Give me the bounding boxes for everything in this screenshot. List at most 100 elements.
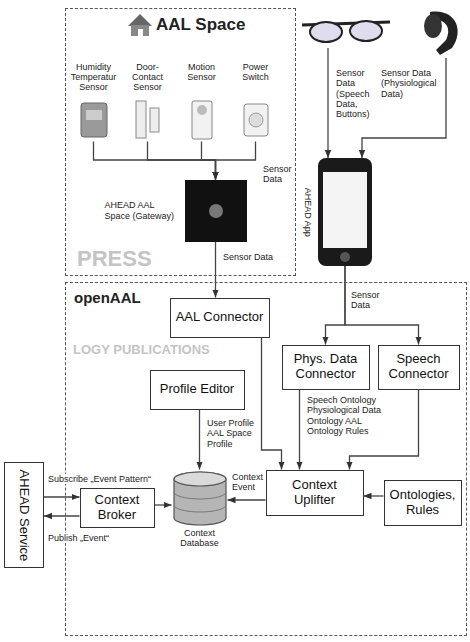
watermark: PRESS xyxy=(76,246,153,271)
motion-sensor-picture xyxy=(192,101,212,139)
head: openAAL xyxy=(74,289,141,307)
region-frame: openAAL AAL ConnectorProfile Editor Phys. … xyxy=(65,282,467,636)
small-t: AHEAD AAL Space (Gateway) xyxy=(105,200,181,221)
connector xyxy=(364,495,384,496)
label-holder: User Profile AAL Space Profile xyxy=(206,418,256,449)
gateway: AHEAD AAL Space (Gateway) xyxy=(105,180,247,242)
small-t rot: AHEAD App xyxy=(303,187,313,236)
connector xyxy=(94,142,216,180)
edge-label: Subscribe „Event Pattern“ xyxy=(47,474,152,484)
database-cylinder: Context Database xyxy=(172,470,228,552)
sensor-body xyxy=(136,101,146,138)
watermark: LOGY PUBLICATIONS xyxy=(72,343,211,358)
glasses-lens xyxy=(310,22,342,42)
humidity-sensor-picture xyxy=(81,103,107,137)
process-box: Profile Editor xyxy=(150,370,245,410)
box-t: Speech Connector xyxy=(383,352,455,382)
label-holder: AHEAD AAL Space (Gateway) xyxy=(105,180,181,242)
label-holder: Sensor Data (Physiological Data) xyxy=(380,68,440,99)
sensor: Motion Sensor xyxy=(176,62,228,142)
connector xyxy=(299,390,300,470)
box-t: AAL Connector xyxy=(176,310,264,325)
edge-label: Publish „Event“ xyxy=(47,533,110,543)
phone-screen xyxy=(323,172,367,248)
connector xyxy=(44,496,80,497)
data-arrow xyxy=(327,48,328,158)
label-holder: LOGY PUBLICATIONS xyxy=(72,343,211,358)
head: AAL Space xyxy=(156,15,245,35)
connector xyxy=(202,142,216,180)
headset-picture xyxy=(424,12,458,55)
box-t: Ontologies, Rules xyxy=(389,488,457,518)
process-box: Context Broker xyxy=(80,488,155,528)
edge-label: Sensor Data xyxy=(222,252,282,262)
edge-label: Sensor Data xyxy=(350,290,384,311)
cylinder-top xyxy=(174,472,226,486)
box-t: Context Broker xyxy=(85,493,150,523)
connector xyxy=(148,142,216,180)
process-box: Ontologies, Rules xyxy=(384,480,462,526)
sensor-t: Motion Sensor xyxy=(176,62,228,82)
region-frame: AAL SpaceHumidity Temperatur SensorDoor-… xyxy=(65,8,296,276)
sensor-display xyxy=(86,110,102,120)
box-t: Profile Editor xyxy=(160,382,234,397)
process-box: AAL Connector xyxy=(170,298,270,338)
sensor: Humidity Temperatur Sensor xyxy=(68,62,120,142)
label-holder: AHEAD App xyxy=(300,158,316,266)
sensor: Power Switch xyxy=(230,62,282,142)
sensor-magnet xyxy=(150,108,159,132)
label-holder: Subscribe „Event Pattern“ xyxy=(47,474,152,484)
edge-label: Context Event xyxy=(231,472,265,493)
house-roof xyxy=(128,14,152,26)
door-sensor-picture xyxy=(136,101,159,138)
gateway-device xyxy=(185,180,247,242)
house-icon xyxy=(128,14,152,36)
process-box: Speech Connector xyxy=(378,345,460,390)
note-label: Sensor Data (Physiological Data) xyxy=(380,68,440,99)
switch-socket xyxy=(249,113,263,127)
box-t: Phys. Data Connector xyxy=(287,352,365,382)
connector xyxy=(216,142,256,180)
label-holder: Sensor Data xyxy=(350,290,384,311)
connector xyxy=(228,499,266,500)
note-label: Speech Ontology Physiological Data Ontol… xyxy=(306,395,384,436)
connector xyxy=(215,242,216,298)
label-holder: Publish „Event“ xyxy=(47,533,110,543)
sensor: Door-Contact Sensor xyxy=(122,62,174,142)
label-holder: Sensor Data xyxy=(222,252,282,262)
phone-body xyxy=(318,158,372,266)
box-t rot: AHEAD Service xyxy=(17,469,32,561)
cylinder-band xyxy=(174,492,226,499)
sensor-lens xyxy=(197,105,207,115)
glasses-lens xyxy=(350,21,382,41)
process-box: Context Uplifter xyxy=(266,470,364,516)
connector xyxy=(199,410,200,470)
sensor-t: Power Switch xyxy=(230,62,282,82)
edge-label: User Profile AAL Space Profile xyxy=(206,418,256,449)
switch-body xyxy=(244,104,268,136)
label-holder: Sensor Data (Speech Data, Buttons) xyxy=(335,68,377,120)
house-wall xyxy=(131,25,149,36)
sensor-t: Door-Contact Sensor xyxy=(122,62,174,92)
phone-app: AHEAD App xyxy=(300,158,372,266)
cylinder-body xyxy=(174,472,226,525)
house-door xyxy=(138,29,143,36)
label-holder: PRESS xyxy=(76,246,153,271)
edge-label: Sensor Data xyxy=(262,164,294,185)
connector xyxy=(345,266,419,345)
glasses-picture xyxy=(302,21,390,42)
headset-ear xyxy=(424,14,442,38)
note-label: Sensor Data (Speech Data, Buttons) xyxy=(335,68,377,120)
power-switch-picture xyxy=(244,104,268,136)
phone-button xyxy=(340,252,350,262)
sensor-body xyxy=(192,101,212,139)
label-holder: Sensor Data xyxy=(262,164,294,185)
connector xyxy=(326,266,346,345)
sensor-body xyxy=(81,103,107,137)
cylinder-band xyxy=(174,505,226,512)
box-t: Context Uplifter xyxy=(271,478,359,508)
connector xyxy=(44,515,80,516)
db-t: Context Database xyxy=(172,528,228,549)
process-box: Phys. Data Connector xyxy=(282,345,370,390)
